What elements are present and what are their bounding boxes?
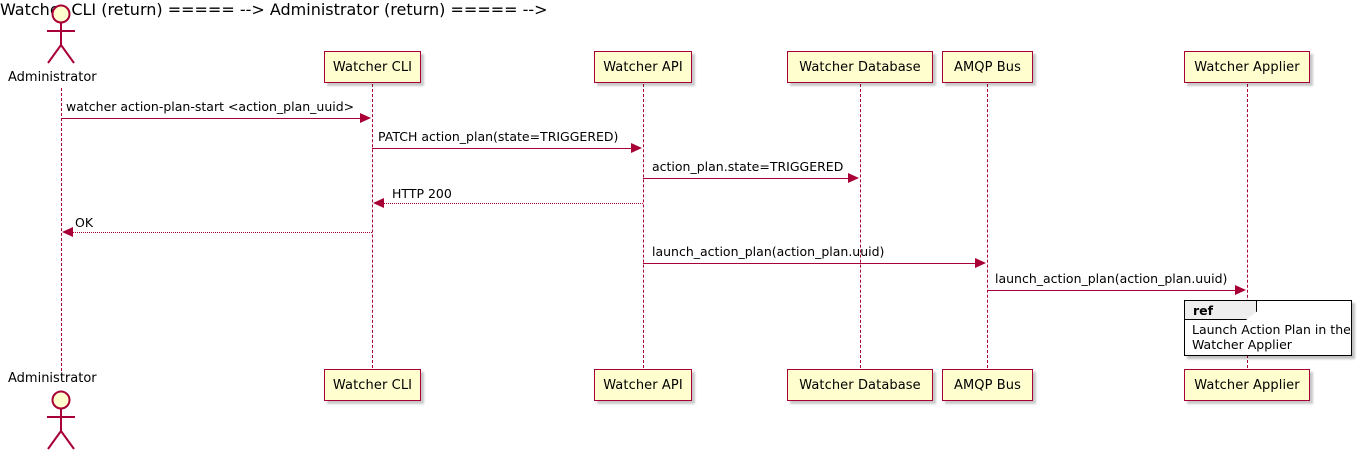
lifeline-administrator xyxy=(61,88,62,371)
participant-watcher-database-top[interactable]: Watcher Database xyxy=(787,51,933,83)
arrowhead-right-icon-2 xyxy=(631,143,642,153)
participant-label: Watcher Applier xyxy=(1194,59,1300,75)
arrowhead-right-icon-6 xyxy=(975,258,986,268)
participant-watcher-applier-bottom[interactable]: Watcher Applier xyxy=(1184,369,1310,401)
message-line-5 xyxy=(73,232,372,233)
participant-label: Watcher CLI xyxy=(332,59,413,75)
message-label-7: launch_action_plan(action_plan.uuid) xyxy=(995,271,1228,286)
lifeline-watcher-cli xyxy=(372,84,373,368)
message-line-6 xyxy=(643,263,975,264)
lifeline-watcher-database xyxy=(860,84,861,368)
lifeline-watcher-api xyxy=(643,84,644,368)
message-line-7 xyxy=(987,290,1235,291)
participant-label: AMQP Bus xyxy=(953,59,1022,75)
participant-label: Watcher API xyxy=(603,59,683,75)
arrowhead-right-icon-7 xyxy=(1235,285,1246,295)
participant-watcher-api-top[interactable]: Watcher API xyxy=(594,51,692,83)
message-line-3 xyxy=(643,178,848,179)
actor-administrator-top xyxy=(40,4,82,66)
actor-administrator-top-label: Administrator xyxy=(8,70,97,85)
participant-amqp-bus-top[interactable]: AMQP Bus xyxy=(942,51,1033,83)
lifeline-amqp-bus xyxy=(987,84,988,368)
arrowhead-left-icon-4 xyxy=(373,198,384,208)
arrowhead-right-icon-3 xyxy=(848,173,859,183)
ref-fragment-tab-label: ref xyxy=(1185,301,1257,320)
message-label-6: launch_action_plan(action_plan.uuid) xyxy=(652,244,885,259)
message-line-2 xyxy=(372,148,631,149)
message-label-2: PATCH action_plan(state=TRIGGERED) xyxy=(378,129,619,144)
ref-fragment-body-text: Launch Action Plan in the Watcher Applie… xyxy=(1192,322,1351,352)
participant-watcher-applier-top[interactable]: Watcher Applier xyxy=(1184,51,1310,83)
participant-label: Watcher CLI xyxy=(332,377,413,393)
participant-label: Watcher Database xyxy=(799,59,921,75)
actor-administrator-bottom-label: Administrator xyxy=(8,371,97,386)
arrowhead-left-icon-5 xyxy=(62,227,73,237)
participant-label: Watcher Database xyxy=(799,377,921,393)
actor-administrator-bottom xyxy=(40,390,82,452)
arrowhead-right-icon-1 xyxy=(360,113,371,123)
message-line-4 xyxy=(384,203,643,204)
participant-label: AMQP Bus xyxy=(953,377,1022,393)
participant-label: Watcher API xyxy=(603,377,683,393)
participant-watcher-api-bottom[interactable]: Watcher API xyxy=(594,369,692,401)
message-label-3: action_plan.state=TRIGGERED xyxy=(652,159,844,174)
participant-label: Watcher Applier xyxy=(1194,377,1300,393)
message-line-1 xyxy=(61,118,361,119)
participant-watcher-cli-bottom[interactable]: Watcher CLI xyxy=(324,369,421,401)
message-label-1: watcher action-plan-start <action_plan_u… xyxy=(66,99,355,114)
message-label-4: HTTP 200 xyxy=(392,186,452,201)
participant-amqp-bus-bottom[interactable]: AMQP Bus xyxy=(942,369,1033,401)
participant-watcher-cli-top[interactable]: Watcher CLI xyxy=(324,51,421,83)
lifeline-watcher-applier xyxy=(1247,84,1248,368)
participant-watcher-database-bottom[interactable]: Watcher Database xyxy=(787,369,933,401)
ref-fragment-launch-action-plan: ref Launch Action Plan in the Watcher Ap… xyxy=(1184,300,1352,356)
message-label-5: OK xyxy=(75,215,94,230)
